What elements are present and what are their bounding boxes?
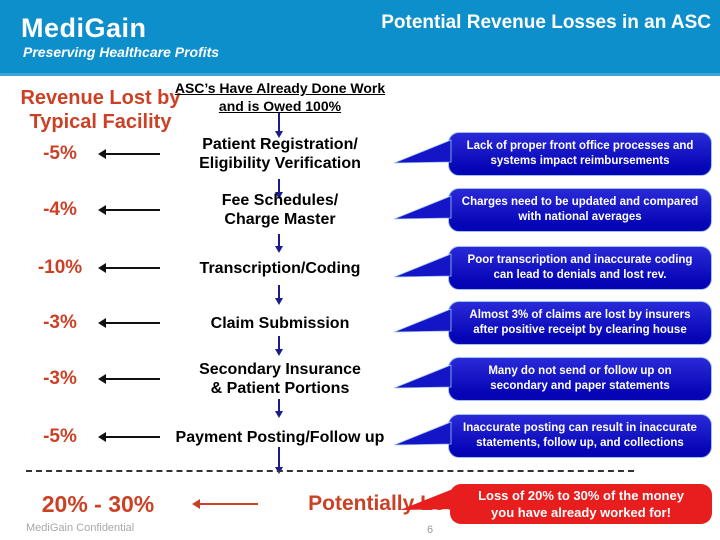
left-arrow-icon <box>98 149 160 159</box>
total-loss-percentage: 20% - 30% <box>41 490 155 517</box>
flow-row: -10% Transcription/Coding Poor transcrip… <box>0 244 720 292</box>
flow-step: Payment Posting/Follow up <box>175 428 385 446</box>
flow-row: -5% Payment Posting/Follow up Inaccurate… <box>0 412 720 462</box>
summary-callout-text: Loss of 20% to 30% of the money you have… <box>478 488 684 520</box>
page-number: 6 <box>426 524 434 536</box>
down-arrow-icon <box>275 336 283 356</box>
flow-row: -5% Patient Registration/ Eligibility Ve… <box>0 130 720 178</box>
summary-callout: Loss of 20% to 30% of the money you have… <box>400 484 712 524</box>
flow-heading: ASC’s Have Already Done Work and is Owed… <box>174 80 386 114</box>
flow-row: -3% Secondary Insurance & Patient Portio… <box>0 355 720 403</box>
dashed-divider <box>26 470 634 472</box>
callout-tail-icon <box>394 253 452 278</box>
flow-step: Fee Schedules/ Charge Master <box>221 192 339 228</box>
left-arrow-icon <box>192 499 258 509</box>
flow-row: -4% Fee Schedules/ Charge Master Charges… <box>0 186 720 234</box>
loss-percentage: -3% <box>43 368 77 389</box>
callout-tail-icon <box>394 364 452 389</box>
company-tagline: Preserving Healthcare Profits <box>23 44 220 60</box>
down-arrow-icon <box>275 179 283 199</box>
flow-step: Secondary Insurance & Patient Portions <box>199 361 361 397</box>
left-arrow-icon <box>98 318 160 328</box>
left-arrow-icon <box>98 263 160 273</box>
callout-note: Lack of proper front office processes an… <box>394 132 712 176</box>
down-arrow-icon <box>275 113 283 138</box>
callout-note: Many do not send or follow up on seconda… <box>394 357 712 401</box>
down-arrow-icon <box>275 399 283 418</box>
header-band: MediGain Preserving Healthcare Profits P… <box>0 0 720 76</box>
callout-note-text: Almost 3% of claims are lost by insurers… <box>469 309 691 336</box>
callout-tail-icon <box>394 421 452 446</box>
callout-note: Inaccurate posting can result in inaccur… <box>394 414 712 458</box>
left-arrow-icon <box>98 205 160 215</box>
down-arrow-icon <box>275 234 283 253</box>
callout-note-text: Lack of proper front office processes an… <box>466 140 694 167</box>
loss-percentage: -5% <box>43 143 77 164</box>
callout-tail-icon <box>394 308 452 333</box>
callout-tail-icon <box>400 489 453 510</box>
left-arrow-icon <box>98 432 160 442</box>
down-arrow-icon <box>275 285 283 305</box>
callout-tail-icon <box>394 139 452 164</box>
callout-note: Charges need to be updated and compared … <box>394 188 712 232</box>
loss-percentage: -10% <box>37 257 83 278</box>
callout-note: Almost 3% of claims are lost by insurers… <box>394 301 712 345</box>
callout-note-text: Inaccurate posting can result in inaccur… <box>463 422 697 449</box>
loss-percentage: -5% <box>43 426 77 447</box>
callout-tail-icon <box>394 195 452 220</box>
company-logo: MediGain <box>21 13 147 43</box>
flow-step: Claim Submission <box>210 314 350 332</box>
flow-step: Patient Registration/ Eligibility Verifi… <box>199 136 361 172</box>
confidential-label: MediGain Confidential <box>26 522 135 534</box>
callout-note-text: Poor transcription and inaccurate coding… <box>467 254 693 281</box>
slide-title: Potential Revenue Losses in an ASC <box>381 12 711 33</box>
callout-note-text: Many do not send or follow up on seconda… <box>488 365 672 392</box>
loss-percentage: -4% <box>43 199 77 220</box>
callout-note-text: Charges need to be updated and compared … <box>461 196 699 223</box>
callout-note: Poor transcription and inaccurate coding… <box>394 246 712 290</box>
loss-percentage: -3% <box>43 312 77 333</box>
left-arrow-icon <box>98 374 160 384</box>
flow-step: Transcription/Coding <box>199 259 361 277</box>
flow-row: -3% Claim Submission Almost 3% of claims… <box>0 299 720 347</box>
summary-row: 20% - 30% Potentially Lost Revenue Loss … <box>0 481 720 527</box>
left-column-heading: Revenue Lost by Typical Facility <box>20 87 181 133</box>
